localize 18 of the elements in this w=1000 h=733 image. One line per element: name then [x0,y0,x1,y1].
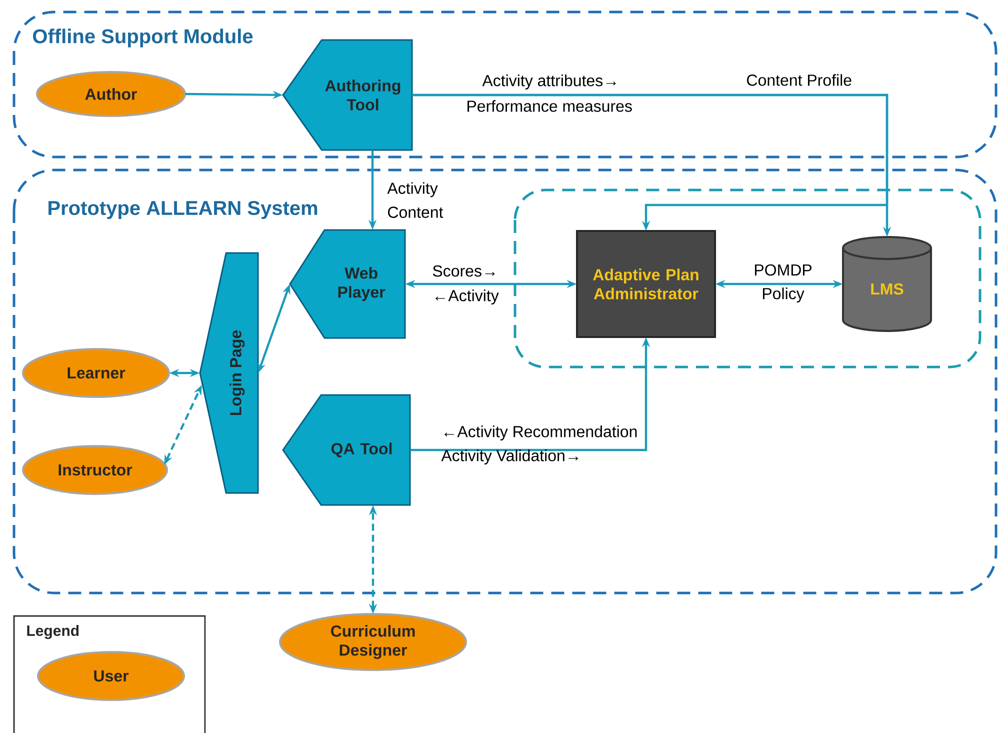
annotation-text: Scores→ [432,265,495,277]
component-pentagon: Authoring Tool [282,39,413,151]
annotation-text: Activity Validation→ [441,450,578,464]
process-box: Adaptive Plan Administrator [576,230,716,338]
annotation-text: Content Profile [747,74,852,86]
annotation-text: POMDP [755,264,812,276]
legend-sample: User [37,651,185,701]
annotation-text: Activity attributes→ [482,74,616,90]
annotation-text: Activity Content [387,182,444,218]
annotation-text: ←Activity [435,290,499,304]
component-pentagon: QA Tool [282,394,411,506]
annotation-text: Performance measures [468,100,632,112]
component-pentagon: Web Player [289,229,406,339]
database-cylinder: LMS [842,236,932,332]
annotation-text: Policy [763,288,804,302]
legend-title: Legend [27,624,79,640]
annotation-text: ←Activity Recommendation [444,426,637,440]
subsystem-boundary [514,188,982,368]
